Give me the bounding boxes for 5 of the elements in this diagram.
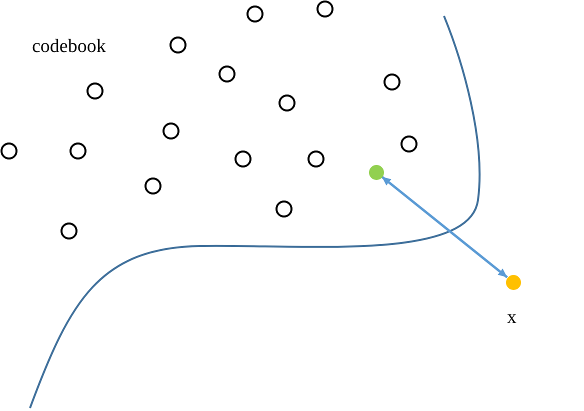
double-arrow [381,176,508,278]
query-point [506,274,520,290]
point-label: x [507,308,516,327]
annotation-label: codebook [32,37,106,56]
nearest-point [368,164,384,180]
